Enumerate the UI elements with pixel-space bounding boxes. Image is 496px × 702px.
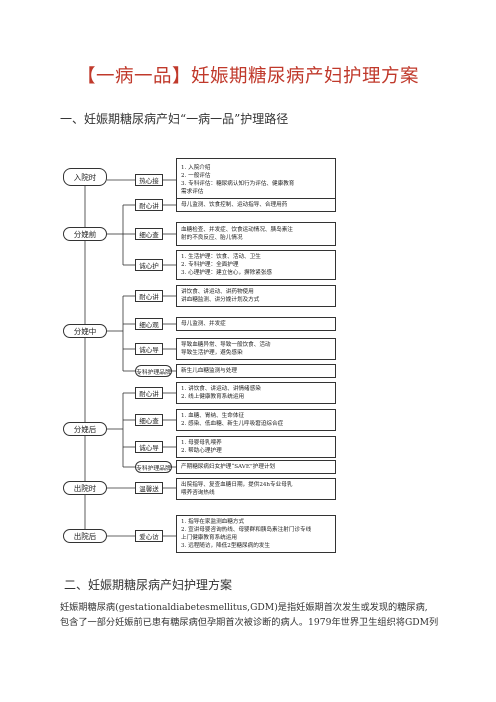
body-paragraph: 妊娠期糖尿病(gestationaldiabetesmellitus,GDM)是…: [60, 600, 440, 630]
sub-careful-check-2: 细心查: [135, 414, 163, 426]
content-line: 1. 讲饮食、讲运动、讲情绪感染: [181, 386, 261, 392]
content-line: 讲饮食、讲运动、讲药物使用: [181, 289, 254, 295]
content-line: 3. 远程随访，降低2型糖尿病的发生: [181, 543, 270, 549]
content-admission: 1. 入院介绍 2. 一般评估 3. 专科评估：糖尿病认知行为评估、健康教育 需…: [176, 158, 336, 202]
content-line: 导致血糖异常、导致一般饮食、活动: [181, 342, 271, 348]
content-line: 需求评估: [181, 189, 204, 195]
content-line: 2. 感染、低血糖、新生儿呼吸窘迫综合症: [181, 421, 284, 427]
content-line: 1. 母婴母乳喂养: [181, 440, 222, 446]
stage-after-discharge: 出院后: [63, 529, 107, 543]
sub-sincere-guide-2: 诚心导: [135, 441, 163, 453]
content-line: 母儿监测、并发症: [181, 321, 226, 327]
content-guide-2: 1. 母婴母乳喂养 2. 帮助心理护理: [176, 436, 336, 458]
content-line: 3. 专科评估：糖尿病认知行为评估、健康教育: [181, 181, 295, 187]
care-pathway-flowchart: 入院时 分娩前 分娩中 分娩后 出院时 出院后 热心接 耐心讲 细心查 诚心护 …: [58, 138, 438, 553]
content-care: 1. 生活护理：饮食、活动、卫生 2. 专科护理：全面护理 3. 心理护理：建立…: [176, 250, 336, 280]
content-guide: 导致血糖异常、导致一般饮食、活动 导致生活护理，避免感染: [176, 338, 336, 360]
content-specialty: 新生儿血糖监测与处理: [176, 364, 336, 378]
content-check-2: 1. 血糖、胃纳、生命体征 2. 感染、低血糖、新生儿呼吸窘迫综合症: [176, 409, 336, 431]
content-line: 1. 生活护理：饮食、活动、卫生: [181, 254, 261, 260]
content-line: 1. 入院介绍: [181, 165, 211, 171]
section-heading-1: 一、妊娠期糖尿病产妇“一病一品”护理路径: [60, 112, 289, 126]
content-check: 血糖检查、并发症、饮食运动情况、胰岛素注 射的不良反应、胎儿情况: [176, 222, 336, 246]
content-line: 2. 宣讲母婴咨询热线、母婴群和胰岛素注射门诊专线: [181, 527, 312, 533]
paragraph-line: 包含了一部分妊娠前已患有糖尿病但孕期首次被诊断的病人。1979年世界卫生组织将G…: [60, 617, 439, 628]
content-line: 产期糖尿病妇女护理“SAVE”护理计划: [181, 464, 276, 470]
content-line: 新生儿血糖监测与处理: [181, 368, 237, 374]
content-line: 2. 线上健康教育系统运用: [181, 394, 245, 400]
content-line: 喂养咨询热线: [181, 490, 215, 496]
paragraph-line: 妊娠期糖尿病(gestationaldiabetesmellitus,GDM)是…: [60, 602, 428, 613]
sub-caring-visit: 爱心访: [135, 530, 163, 542]
stage-during-delivery: 分娩中: [63, 324, 107, 338]
content-line: 3. 心理护理：建立信心，摒除紧张感: [181, 270, 273, 276]
content-discharge: 出院指导、复查血糖日期，提供24h专业母乳 喂养咨询热线: [176, 478, 336, 500]
content-line: 1. 血糖、胃纳、生命体征: [181, 413, 245, 419]
stage-before-delivery: 分娩前: [63, 227, 107, 241]
content-explain-3: 1. 讲饮食、讲运动、讲情绪感染 2. 线上健康教育系统运用: [176, 382, 336, 404]
content-line: 出院指导、复查血糖日期，提供24h专业母乳: [181, 482, 293, 488]
sub-sincere-guide: 诚心导: [135, 343, 163, 355]
sub-patient-explain-2: 耐心讲: [135, 290, 163, 302]
flowchart-connectors: [84, 179, 176, 537]
content-line: 射的不良反应、胎儿情况: [181, 235, 243, 241]
content-line: 2. 专科护理：全面护理: [181, 262, 239, 268]
sub-patient-explain-3: 耐心讲: [135, 387, 163, 399]
sub-specialty-brand-2: 专科护理品牌: [135, 461, 172, 473]
sub-specialty-brand: 专科护理品牌: [135, 365, 172, 377]
content-explain: 母儿监测、饮食控制、运动指导、合理用药: [176, 198, 336, 212]
stage-admission: 入院时: [63, 168, 107, 186]
content-line: 血糖检查、并发症、饮食运动情况、胰岛素注: [181, 227, 293, 233]
content-after-discharge: 1. 指导在家监测血糖方式 2. 宣讲母婴咨询热线、母婴群和胰岛素注射门诊专线 …: [176, 515, 336, 553]
content-line: 上门健康教育系统运用: [181, 535, 237, 541]
content-line: 2. 一般评估: [181, 173, 211, 179]
content-line: 2. 帮助心理护理: [181, 448, 222, 454]
sub-careful-check: 细心查: [135, 228, 163, 240]
content-line: 导致生活护理，避免感染: [181, 350, 243, 356]
content-explain-2: 讲饮食、讲运动、讲药物使用 讲血糖监测、讲分娩计划及方式: [176, 285, 336, 307]
section-heading-2: 二、妊娠期糖尿病产妇护理方案: [64, 578, 233, 592]
stage-after-delivery: 分娩后: [63, 422, 107, 436]
page-title: 【一病一品】妊娠期糖尿病产妇护理方案: [76, 66, 419, 87]
content-specialty-2: 产期糖尿病妇女护理“SAVE”护理计划: [176, 460, 336, 474]
content-line: 母儿监测、饮食控制、运动指导、合理用药: [181, 202, 288, 208]
content-line: 讲血糖监测、讲分娩计划及方式: [181, 297, 260, 303]
sub-careful-observe: 细心观: [135, 318, 163, 330]
stage-discharge: 出院时: [63, 481, 107, 495]
sub-sincere-care: 诚心护: [135, 259, 163, 271]
content-observe: 母儿监测、并发症: [176, 317, 336, 331]
content-line: 1. 指导在家监测血糖方式: [181, 519, 245, 525]
sub-warm-welcome: 热心接: [135, 174, 163, 186]
sub-patient-explain: 耐心讲: [135, 199, 163, 211]
sub-warm-sendoff: 温馨送: [135, 482, 163, 494]
